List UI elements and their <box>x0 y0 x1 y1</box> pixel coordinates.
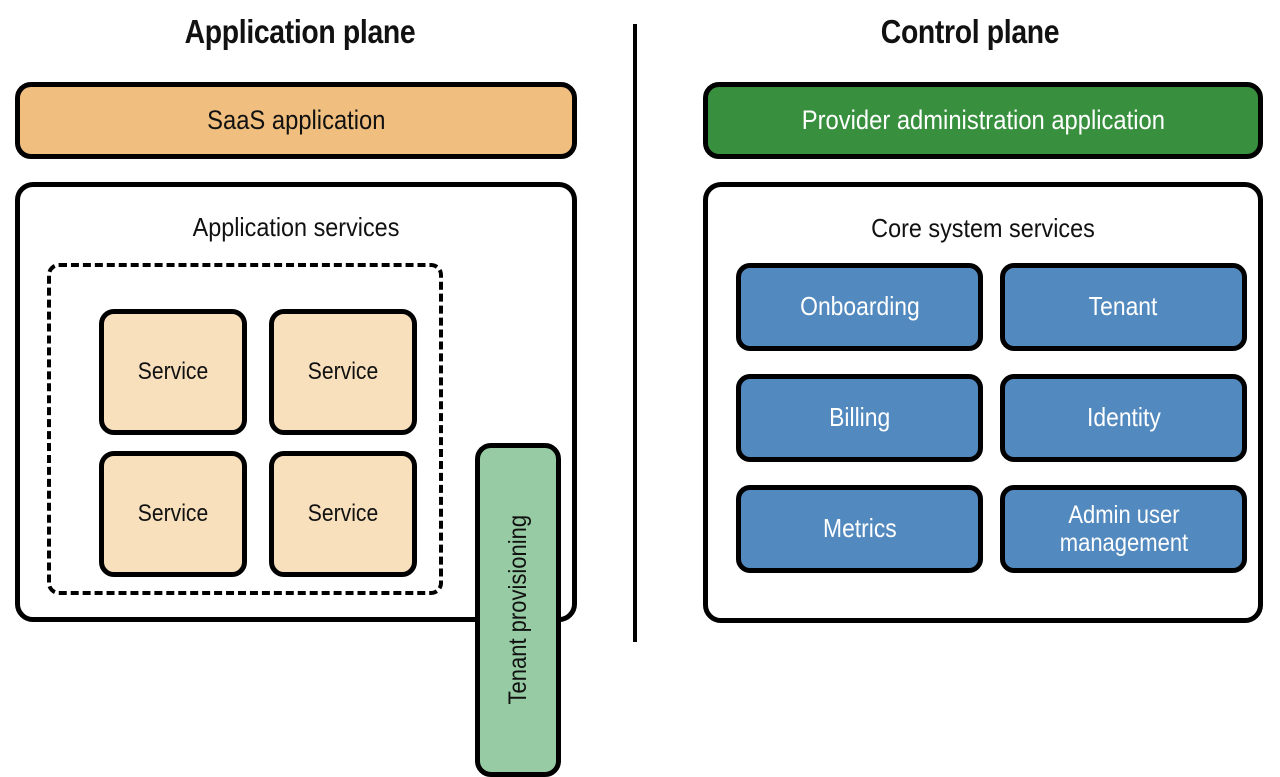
service-box: Service <box>99 309 247 435</box>
core-system-services-container: Core system services Onboarding Tenant B… <box>703 182 1263 623</box>
core-service-label: Admin user management <box>1059 501 1188 557</box>
core-service-label: Billing <box>828 402 891 433</box>
core-service-label: Tenant <box>1089 291 1158 322</box>
service-label: Service <box>307 358 379 386</box>
service-box: Service <box>99 451 247 577</box>
provider-administration-application-box: Provider administration application <box>703 82 1263 159</box>
saas-application-box: SaaS application <box>15 82 577 159</box>
service-label: Service <box>137 358 209 386</box>
provider-administration-application-label: Provider administration application <box>801 105 1165 136</box>
core-service-label: Onboarding <box>799 291 920 322</box>
core-service-box-billing: Billing <box>736 374 983 462</box>
application-plane-title: Application plane <box>184 13 416 50</box>
core-service-box-tenant: Tenant <box>1000 263 1247 351</box>
core-service-label: Metrics <box>822 513 897 544</box>
core-service-box-onboarding: Onboarding <box>736 263 983 351</box>
application-services-title: Application services <box>192 212 400 242</box>
service-box: Service <box>269 309 417 435</box>
service-box: Service <box>269 451 417 577</box>
core-service-box-admin-user-management: Admin user management <box>1000 485 1247 573</box>
tenant-provisioning-label: Tenant provisioning <box>503 515 532 705</box>
core-service-box-metrics: Metrics <box>736 485 983 573</box>
plane-divider <box>633 24 637 642</box>
application-services-container: Application services Service Service Ser… <box>15 182 577 777</box>
core-service-box-identity: Identity <box>1000 374 1247 462</box>
core-system-services-title: Core system services <box>871 213 1095 243</box>
tenant-provisioning-box: Tenant provisioning <box>475 443 561 777</box>
service-label: Service <box>307 500 379 528</box>
service-label: Service <box>137 500 209 528</box>
core-service-label: Identity <box>1086 402 1161 433</box>
control-plane-title: Control plane <box>880 13 1060 50</box>
diagram-canvas: Application plane SaaS application Appli… <box>15 13 1263 777</box>
services-dashed-group: Service Service Service Service <box>47 263 443 595</box>
saas-application-label: SaaS application <box>206 105 386 136</box>
